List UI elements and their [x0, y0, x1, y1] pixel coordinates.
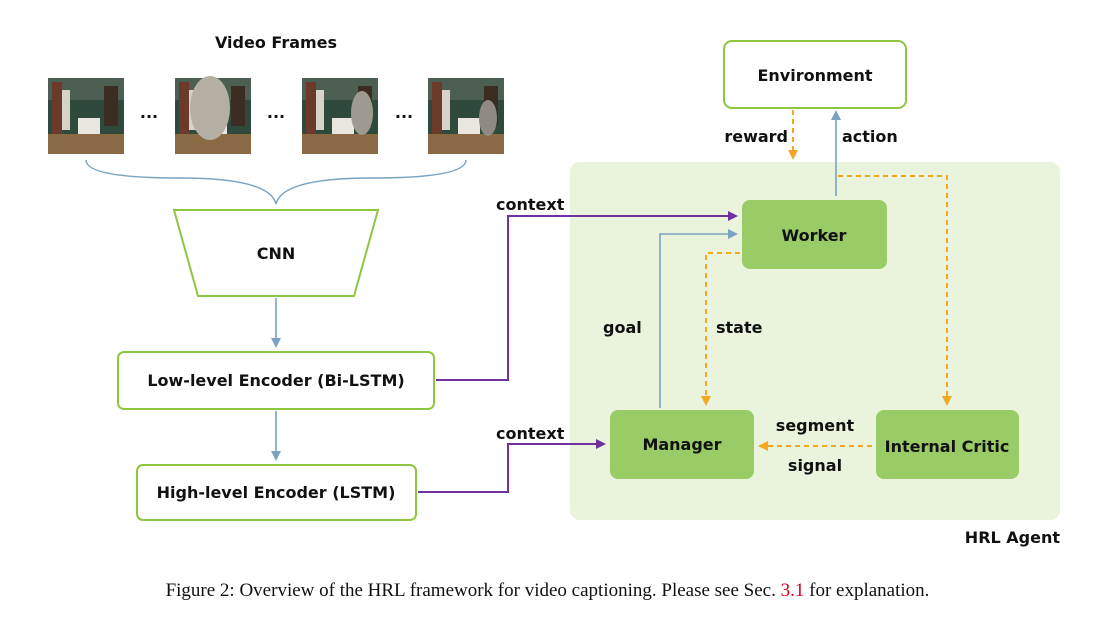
low-encoder-box — [117, 351, 435, 410]
video-frame-2 — [175, 76, 251, 154]
high-encoder-box — [136, 464, 417, 521]
action-to-critic-arrow — [838, 175, 952, 406]
frames-brace — [85, 159, 467, 205]
manager-label: Manager — [642, 435, 721, 454]
worker-box — [742, 200, 887, 269]
signal-label: signal — [788, 456, 842, 475]
context-to-worker-arrow — [436, 211, 738, 381]
frames-ellipsis: ... — [267, 103, 285, 122]
manager-box — [610, 410, 754, 479]
figure-caption: Figure 2: Overview of the HRL framework … — [0, 580, 1095, 602]
context-top-label: context — [496, 195, 565, 214]
cnn-label: CNN — [257, 244, 296, 263]
goal-arrow — [659, 229, 738, 408]
high-encoder-label: High-level Encoder (LSTM) — [157, 483, 396, 502]
frames-ellipsis: ... — [140, 103, 158, 122]
state-arrow — [701, 252, 740, 406]
action-label: action — [842, 127, 898, 146]
video-frame-4 — [428, 78, 504, 154]
caption-prefix: Figure 2: Overview of the HRL framework … — [165, 580, 781, 601]
hrl-agent-label: HRL Agent — [965, 528, 1061, 547]
hrl-diagram: Video Frames ... ... ... CNN Low-level E… — [48, 33, 1061, 547]
environment-box — [723, 40, 907, 109]
video-frame-3 — [302, 78, 378, 154]
internal-critic-box — [876, 410, 1019, 479]
low-encoder-label: Low-level Encoder (Bi-LSTM) — [147, 371, 404, 390]
frames-ellipsis: ... — [395, 103, 413, 122]
reward-label: reward — [724, 127, 788, 146]
video-frames-title: Video Frames — [215, 33, 337, 52]
segment-label: segment — [776, 416, 855, 435]
cnn-box — [172, 209, 380, 297]
internal-critic-label: Internal Critic — [885, 437, 1010, 456]
worker-label: Worker — [782, 226, 847, 245]
caption-suffix: for explanation. — [804, 580, 930, 601]
video-frame-1 — [48, 78, 124, 154]
environment-label: Environment — [757, 66, 872, 85]
state-label: state — [716, 318, 763, 337]
section-reference-link[interactable]: 3.1 — [780, 580, 805, 601]
context-bottom-label: context — [496, 424, 565, 443]
goal-label: goal — [603, 318, 642, 337]
context-to-manager-arrow — [418, 439, 606, 493]
